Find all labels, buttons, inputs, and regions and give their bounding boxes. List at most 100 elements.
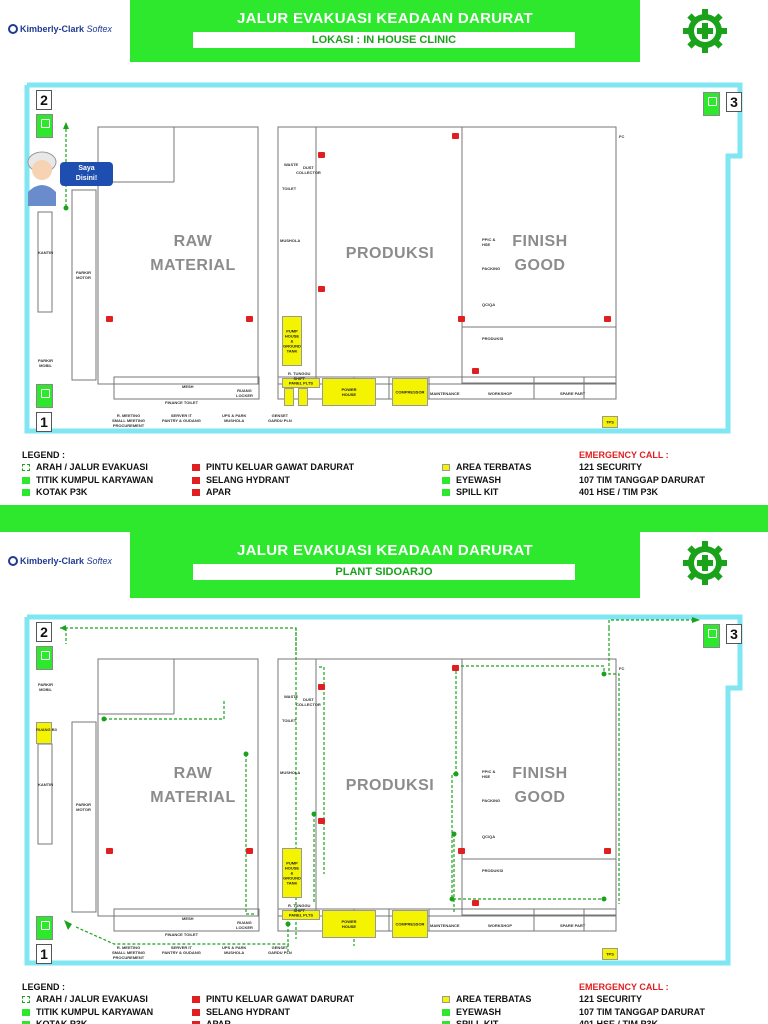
room-mesh: MESH — [182, 384, 194, 389]
legend-row-eyewash: EYEWASH — [442, 474, 531, 487]
evacuation-map-plant: Kimberly-Clark Softex JALUR EVAKUASI KEA… — [0, 532, 768, 1024]
zone-finish-good: FINISH GOOD — [512, 765, 568, 806]
assembly-point-icon — [36, 646, 53, 670]
room-mushola: MUSHOLA — [280, 770, 301, 775]
legend-row-hydrant: SELANG HYDRANT — [192, 1006, 354, 1019]
room-ruang-b3 — [36, 722, 52, 744]
room-ppic: PPIC & HSE — [482, 237, 496, 247]
kc-flower-icon — [8, 24, 18, 34]
kc-flower-icon — [8, 556, 18, 566]
zone-raw-material: RAW MATERIAL — [150, 765, 236, 806]
room-dust-collector: DUST COLLECTOR — [296, 165, 321, 175]
emergency-response-team: 107 TIM TANGGAP DARURAT — [579, 474, 706, 485]
emergency-exit-icon — [318, 152, 325, 158]
brand-name: Kimberly-Clark — [20, 24, 85, 34]
emergency-exit-icon — [458, 848, 465, 854]
room-genset: GENSET GARDU PLN — [268, 413, 292, 423]
legend-row-first-aid: KOTAK P3K — [22, 486, 153, 499]
emergency-exit-icon — [452, 133, 459, 139]
assembly-point-1: 1 — [36, 944, 52, 964]
assembly-point-icon — [36, 916, 53, 940]
legend-header: LEGEND : — [22, 450, 66, 460]
first-aid-gear-icon — [683, 541, 727, 585]
room-tps: TPS — [602, 948, 618, 960]
map-subtitle: PLANT SIDOARJO — [193, 564, 575, 580]
emergency-exit-icon — [472, 900, 479, 906]
emergency-exit-icon — [458, 316, 465, 322]
room-power-house: POWER HOUSE — [322, 910, 376, 938]
evacuation-route-icon — [22, 996, 30, 1003]
zone-produksi: PRODUKSI — [345, 777, 435, 794]
emergency-hse: 401 HSE / TIM P3K — [579, 1019, 659, 1024]
assembly-point-2: 2 — [36, 622, 52, 642]
room-power-house: POWER HOUSE — [322, 378, 376, 406]
legend: LEGEND : ARAH / JALUR EVAKUASI TITIK KUM… — [22, 450, 762, 505]
spill-kit-icon — [442, 489, 450, 496]
room-panel-plts: PANEL PLTS — [282, 378, 320, 388]
legend-row-assembly: TITIK KUMPUL KARYAWAN — [22, 474, 153, 487]
room-toilet: TOILET — [282, 718, 297, 723]
room-server: SERVER IT PANTRY & GUDANG — [162, 945, 201, 955]
fire-extinguisher-icon — [192, 1021, 200, 1024]
room-parkir-motor: PARKIR MOTOR — [76, 270, 92, 280]
restricted-area-icon — [442, 464, 450, 471]
room-pump-house: PUMP HOUSE & GROUND TANK — [282, 316, 302, 366]
room-compressor: COMPRESSOR — [392, 910, 428, 938]
evacuation-route-icon — [22, 464, 30, 471]
room-server: SERVER IT PANTRY & GUDANG — [162, 413, 201, 423]
room-pump-house: PUMP HOUSE & GROUND TANK — [282, 848, 302, 898]
map-title: JALUR EVAKUASI KEADAAN DARURAT — [237, 542, 533, 559]
zone-raw-material: RAW MATERIAL — [150, 233, 236, 274]
legend-row-exit: PINTU KELUAR GAWAT DARURAT — [192, 993, 354, 1006]
room-maintenance: MAINTENANCE — [430, 923, 460, 928]
room-toilet: TOILET — [282, 186, 297, 191]
room-parkir-motor: PARKIR MOTOR — [76, 802, 92, 812]
zone-produksi: PRODUKSI — [345, 245, 435, 262]
assembly-point-3: 3 — [726, 92, 742, 112]
room-spare-part: SPARE PART — [560, 391, 586, 396]
room-fc: FC — [619, 666, 625, 671]
you-are-here-bubble: Saya Disini! — [60, 162, 113, 186]
room-locker: RUANG LOCKER — [236, 920, 253, 930]
assembly-point-icon — [703, 624, 720, 648]
emergency-exit-icon — [472, 368, 479, 374]
room-tps: TPS — [602, 416, 618, 428]
legend-row-hydrant: SELANG HYDRANT — [192, 474, 354, 487]
worker-you-are-here-icon — [27, 151, 57, 206]
room-kantin: KANTIN — [38, 782, 54, 787]
brand-product: Softex — [86, 556, 113, 566]
room-genset: GENSET GARDU PLN — [268, 945, 292, 955]
eyewash-icon — [442, 476, 450, 484]
room-qc: QC/QA — [482, 302, 496, 307]
room-packing: PACKING — [482, 266, 501, 271]
spill-kit-icon — [442, 1021, 450, 1024]
legend-row-evac-route: ARAH / JALUR EVAKUASI — [22, 993, 153, 1006]
map-header: JALUR EVAKUASI KEADAAN DARURAT PLANT SID… — [130, 532, 640, 598]
emergency-exit-icon — [318, 818, 325, 824]
legend-row-restricted: AREA TERBATAS — [442, 993, 531, 1006]
room-parkir-mobil: PARKIR MOBIL — [38, 682, 54, 692]
legend-row-eyewash: EYEWASH — [442, 1006, 531, 1019]
legend-header: LEGEND : — [22, 982, 66, 992]
map-title: JALUR EVAKUASI KEADAAN DARURAT — [237, 10, 533, 27]
kimberly-clark-logo: Kimberly-Clark Softex — [8, 556, 112, 566]
emergency-exit-icon — [452, 665, 459, 671]
floor-plan — [24, 614, 744, 966]
room-locker: RUANG LOCKER — [236, 388, 253, 398]
assembly-point-2: 2 — [36, 90, 52, 110]
legend: LEGEND : ARAH / JALUR EVAKUASI TITIK KUM… — [22, 982, 762, 1024]
first-aid-gear-icon — [683, 9, 727, 53]
room-workshop: WORKSHOP — [488, 923, 512, 928]
restricted-area — [284, 388, 294, 406]
legend-row-apar: APAR — [192, 1018, 354, 1024]
emergency-exit-icon — [604, 848, 611, 854]
emergency-security: 121 SECURITY — [579, 462, 643, 472]
room-dust-collector: DUST COLLECTOR — [296, 697, 321, 707]
emergency-exit-icon — [246, 316, 253, 322]
restricted-area — [298, 388, 308, 406]
room-r-tunggu: R. TUNGGU SHIFT — [288, 903, 311, 913]
map-header: JALUR EVAKUASI KEADAAN DARURAT LOKASI : … — [130, 0, 640, 62]
emergency-exit-icon — [106, 316, 113, 322]
room-packing: PACKING — [482, 798, 501, 803]
kimberly-clark-logo: Kimberly-Clark Softex — [8, 24, 112, 34]
